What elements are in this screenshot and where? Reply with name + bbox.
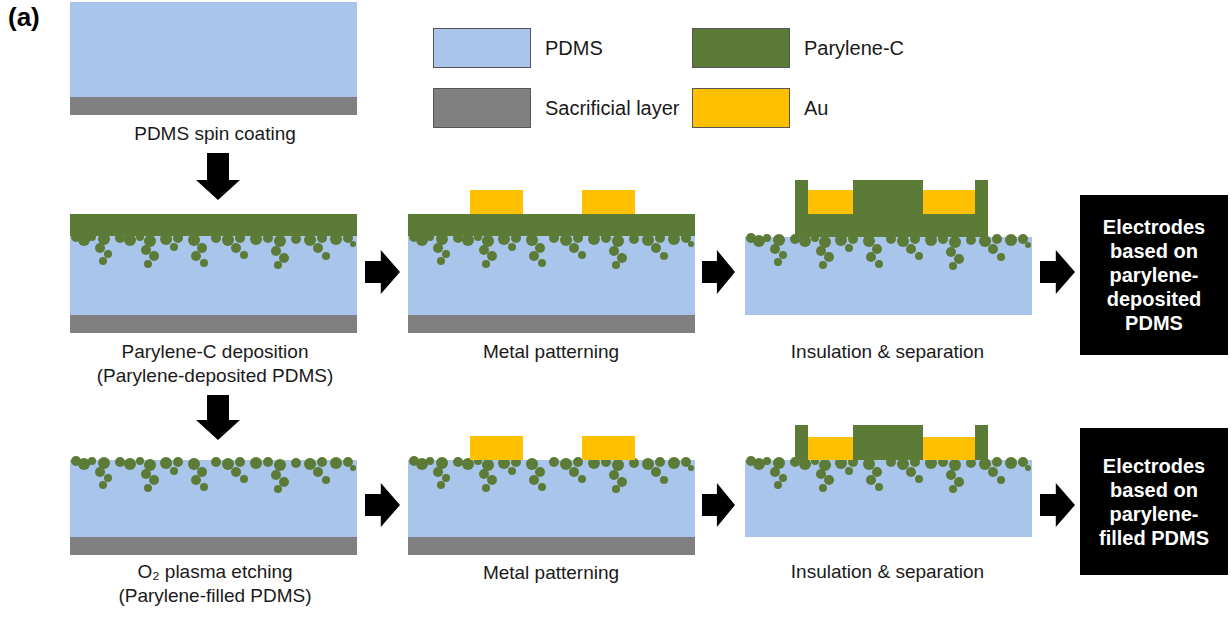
flow-arrow	[1040, 483, 1075, 527]
step-caption: Insulation & separation	[791, 340, 984, 364]
panel-label: (a)	[8, 2, 40, 33]
legend-swatch	[692, 28, 790, 68]
flow-arrow	[702, 483, 735, 527]
legend-text: PDMS	[545, 36, 603, 60]
result-box: Electrodes based on parylene-filled PDMS	[1080, 428, 1228, 575]
step-caption: Metal patterning	[483, 340, 619, 364]
process-step: Insulation & separation	[740, 420, 1035, 586]
legend-text: Sacrificial layer	[545, 96, 679, 120]
legend-swatch	[692, 88, 790, 128]
step-caption: Parylene-C deposition	[122, 340, 309, 364]
step-caption: (Parylene-deposited PDMS)	[97, 364, 334, 388]
legend-text: Parylene-C	[804, 36, 904, 60]
legend-swatch	[433, 28, 531, 68]
flow-arrow	[196, 153, 240, 200]
result-box: Electrodes based on parylene-deposited P…	[1080, 195, 1228, 355]
process-step: Metal patterning	[405, 425, 697, 587]
legend-entry: Sacrificial layer	[433, 88, 679, 128]
flow-arrow	[365, 250, 400, 294]
process-step: Parylene-C deposition(Parylene-deposited…	[70, 205, 360, 390]
step-caption: (Parylene-filled PDMS)	[118, 584, 311, 608]
step-caption: O₂ plasma etching	[137, 560, 292, 584]
flow-arrow	[1040, 250, 1075, 294]
legend-entry: PDMS	[433, 28, 603, 68]
process-step: O₂ plasma etching(Parylene-filled PDMS)	[70, 445, 360, 610]
process-step: Insulation & separation	[740, 170, 1035, 366]
legend-entry: Au	[692, 88, 828, 128]
step-caption: PDMS spin coating	[134, 122, 296, 146]
flow-arrow	[702, 250, 735, 294]
legend-text: Au	[804, 96, 828, 120]
process-step: Metal patterning	[405, 180, 697, 366]
result-text: Electrodes based on parylene-filled PDMS	[1088, 454, 1220, 550]
result-text: Electrodes based on parylene-deposited P…	[1088, 215, 1220, 335]
flow-arrow	[196, 395, 240, 440]
legend-entry: Parylene-C	[692, 28, 904, 68]
legend-swatch	[433, 88, 531, 128]
step-caption: Insulation & separation	[791, 560, 984, 584]
step-caption: Metal patterning	[483, 561, 619, 585]
flow-arrow	[365, 483, 400, 527]
process-step: PDMS spin coating	[70, 0, 360, 148]
